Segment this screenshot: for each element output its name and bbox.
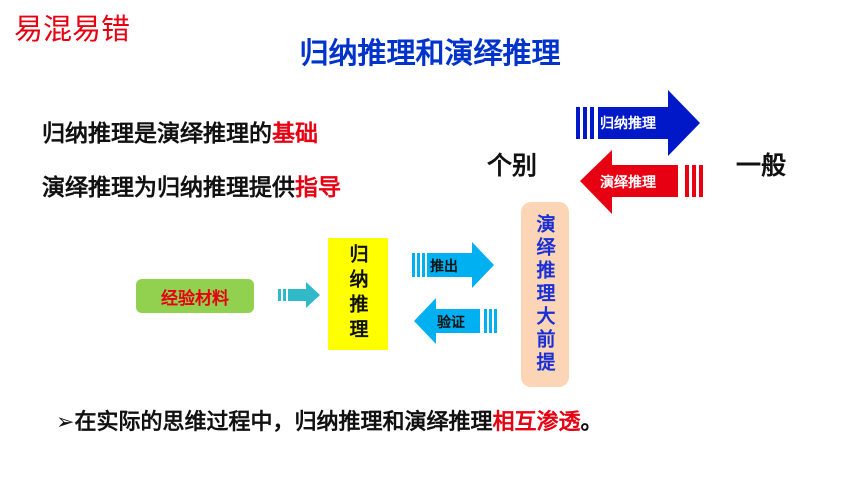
push-arrow <box>412 242 494 288</box>
topic-tag: 易混易错 <box>14 12 131 46</box>
bullet-icon: ➢ <box>56 410 75 435</box>
statement-foundation-text: 归纳推理是演绎推理的 <box>42 121 272 147</box>
statement-foundation-highlight: 基础 <box>272 121 318 147</box>
arrow-stripe <box>692 165 696 197</box>
experience-material-box: 经验材料 <box>136 279 254 313</box>
statement-guidance-text: 演绎推理为归纳推理提供 <box>42 175 295 201</box>
arrow-stripe <box>417 253 420 277</box>
induction-arrow-label: 归纳推理 <box>600 116 656 132</box>
page-title: 归纳推理和演绎推理 <box>299 36 561 70</box>
bottom-conclusion: ➢在实际的思维过程中，归纳推理和演绎推理相互渗透。 <box>56 404 602 436</box>
push-label: 推出 <box>430 259 458 275</box>
deduction-premise-box: 演绎推理大前提 <box>521 202 569 387</box>
arrow-stripe <box>699 165 703 197</box>
arrow-stripe <box>590 107 594 139</box>
individual-label: 个别 <box>487 151 538 180</box>
arrow-stripe <box>583 107 587 139</box>
arrow-body <box>580 150 678 214</box>
verify-arrow <box>414 298 497 344</box>
deduction-backward-arrow <box>580 150 703 214</box>
arrow-stripe <box>685 165 689 197</box>
arrow-body <box>427 242 494 288</box>
bottom-conclusion-end: 。 <box>580 410 603 435</box>
arrow-stripe <box>576 107 580 139</box>
arrow-stripe <box>283 289 286 301</box>
arrow-stripe <box>422 253 425 277</box>
induction-forward-arrow <box>576 90 700 156</box>
arrow-stripe <box>278 289 281 301</box>
bottom-conclusion-highlight: 相互渗透 <box>492 410 581 435</box>
arrow-body <box>598 90 700 156</box>
bottom-conclusion-text: 在实际的思维过程中，归纳推理和演绎推理 <box>74 410 493 435</box>
experience-to-induction-arrow <box>278 282 320 308</box>
general-label: 一般 <box>736 151 787 180</box>
induction-box: 归纳推理 <box>328 238 388 350</box>
arrow-body <box>288 282 320 308</box>
arrow-stripe <box>412 253 415 277</box>
statement-guidance-highlight: 指导 <box>295 175 341 201</box>
statement-guidance: 演绎推理为归纳推理提供指导 <box>42 168 341 202</box>
arrow-body <box>414 298 480 344</box>
statement-foundation: 归纳推理是演绎推理的基础 <box>42 114 318 148</box>
verify-label: 验证 <box>437 315 465 331</box>
arrow-stripe <box>484 309 487 333</box>
arrow-stripe <box>494 309 497 333</box>
deduction-arrow-label: 演绎推理 <box>600 175 656 191</box>
arrow-stripe <box>489 309 492 333</box>
